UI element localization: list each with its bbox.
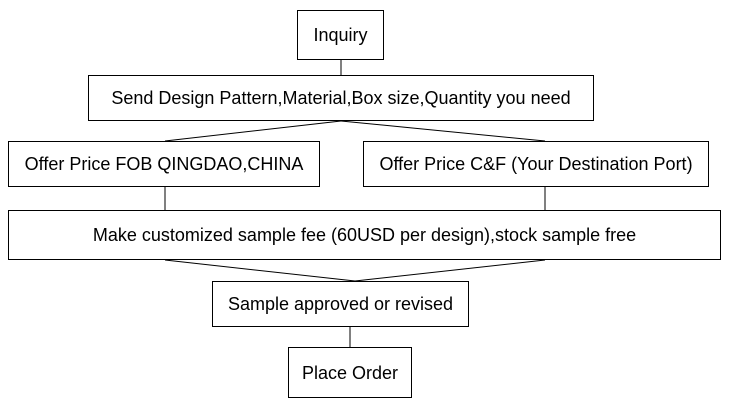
step-offer-fob: Offer Price FOB QINGDAO,CHINA	[8, 141, 320, 187]
step-offer-fob-label: Offer Price FOB QINGDAO,CHINA	[24, 154, 304, 174]
connector-sample-fee-left-to-approved	[164, 259, 356, 282]
step-place-order: Place Order	[288, 347, 412, 398]
step-offer-cf: Offer Price C&F (Your Destination Port)	[363, 141, 709, 187]
step-inquiry: Inquiry	[297, 10, 384, 60]
step-send-details: Send Design Pattern,Material,Box size,Qu…	[88, 75, 594, 121]
step-send-details-label: Send Design Pattern,Material,Box size,Qu…	[111, 88, 571, 108]
step-place-order-label: Place Order	[301, 362, 399, 383]
connector-send-to-cf	[340, 120, 546, 142]
step-sample-approved-label: Sample approved or revised	[227, 294, 454, 314]
step-sample-fee-label: Make customized sample fee (60USD per de…	[92, 225, 637, 245]
connector-send-to-fob	[164, 120, 342, 142]
step-sample-fee: Make customized sample fee (60USD per de…	[8, 210, 721, 260]
step-offer-cf-label: Offer Price C&F (Your Destination Port)	[379, 154, 693, 174]
connector-sample-fee-right-to-approved	[354, 259, 546, 282]
step-sample-approved: Sample approved or revised	[212, 281, 469, 327]
step-inquiry-label: Inquiry	[313, 25, 368, 45]
